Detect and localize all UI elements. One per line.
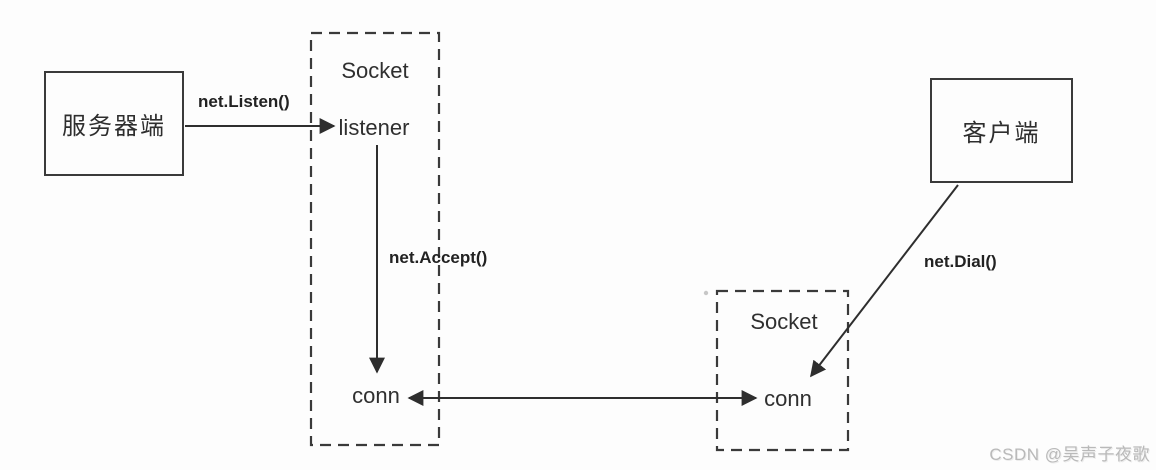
csdn-watermark: CSDN @吴声子夜歌: [989, 445, 1150, 464]
listener-label: listener: [338, 115, 410, 140]
client-node-box: 客户端: [930, 78, 1073, 183]
client-conn-label: conn: [764, 386, 812, 411]
client-socket-title: Socket: [750, 309, 818, 334]
server-node-box: 服务器端: [44, 71, 184, 176]
listen-edge-label: net.Listen(): [198, 92, 290, 111]
client-node-label: 客户端: [962, 120, 1041, 147]
server-socket-title: Socket: [341, 58, 409, 83]
accept-edge-label: net.Accept(): [389, 248, 488, 267]
dial-edge-label: net.Dial(): [924, 252, 997, 271]
scan-artifact-dot: [703, 290, 709, 296]
dial-arrow: [810, 184, 959, 378]
server-node-label: 服务器端: [62, 113, 166, 140]
server-socket-dashed-box: [309, 31, 441, 447]
server-conn-label: conn: [352, 383, 400, 408]
